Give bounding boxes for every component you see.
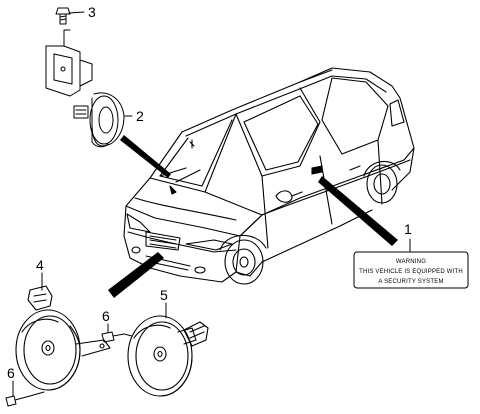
warning-label-line3: A SECURITY SYSTEM xyxy=(378,279,443,285)
warning-label-title: WARNING xyxy=(396,259,426,265)
bolt-lower-icon xyxy=(5,391,45,407)
warning-label: WARNING THIS VEHICLE IS EQUIPPED WITH A … xyxy=(353,251,469,289)
pointer-arrow-label xyxy=(318,176,398,246)
pointer-arrow-horn xyxy=(108,252,164,298)
vehicle-drawing xyxy=(123,67,415,285)
horn-right xyxy=(127,315,209,397)
bolt-icon xyxy=(55,7,85,25)
callout-1: 1 xyxy=(404,221,412,237)
callout-6-lower: 6 xyxy=(7,365,15,381)
bolt-upper-icon xyxy=(101,331,133,343)
pointer-arrow-siren xyxy=(120,135,171,178)
callout-6-upper: 6 xyxy=(102,308,110,324)
callout-3: 3 xyxy=(88,4,96,20)
callout-5: 5 xyxy=(160,287,168,303)
warning-label-line2: THIS VEHICLE IS EQUIPPED WITH xyxy=(359,269,463,275)
callout-2: 2 xyxy=(136,108,144,124)
callout-4: 4 xyxy=(36,257,44,273)
siren-assembly xyxy=(45,29,133,148)
horn-left xyxy=(15,285,111,391)
